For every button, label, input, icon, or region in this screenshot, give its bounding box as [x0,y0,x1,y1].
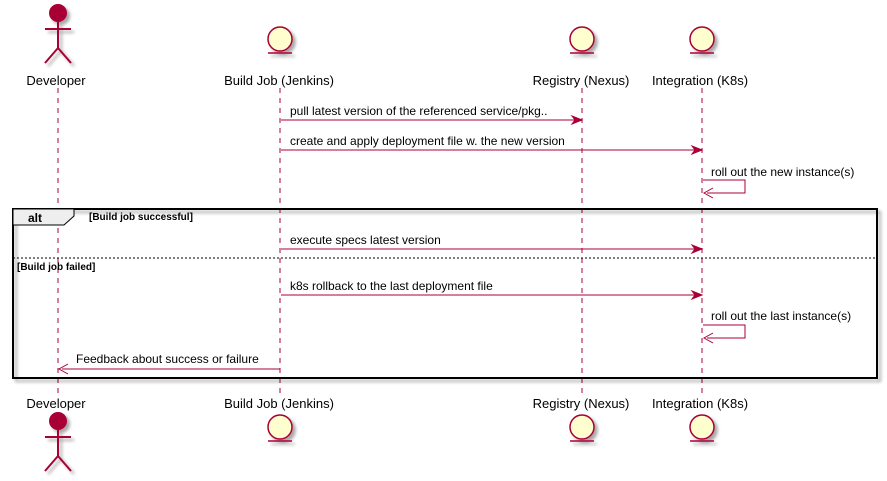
k8s-entity-icon-bottom [689,414,715,442]
message-label-rollback: k8s rollback to the last deployment file [290,279,493,293]
k8s-entity-icon-top [689,26,715,54]
alt-guard-success: [Build job successful] [89,212,193,223]
message-apply: create and apply deployment file w. the … [281,134,704,156]
jenkins-entity-icon-top [267,26,293,54]
message-rollout-last: roll out the last instance(s) [702,309,851,344]
participant-label-k8s-bottom: Integration (K8s) [652,396,748,411]
alt-keyword: alt [28,211,42,225]
message-specs: execute specs latest version [281,233,704,255]
message-feedback: Feedback about success or failure [57,352,280,375]
participant-label-developer-top: Developer [26,73,86,88]
message-rollout-new: roll out the new instance(s) [702,165,854,199]
alt-guard-failed: [Build job failed] [17,262,95,273]
message-rollback: k8s rollback to the last deployment file [281,279,704,301]
participant-label-k8s-top: Integration (K8s) [652,73,748,88]
message-label-pull: pull latest version of the referenced se… [290,104,547,118]
nexus-entity-icon-bottom [569,414,595,442]
participant-label-nexus-bottom: Registry (Nexus) [533,396,630,411]
developer-actor-icon-top [44,4,72,64]
message-pull: pull latest version of the referenced se… [281,104,584,126]
message-label-rollout-last: roll out the last instance(s) [711,309,851,323]
nexus-entity-icon-top [569,26,595,54]
participant-label-nexus-top: Registry (Nexus) [533,73,630,88]
message-label-feedback: Feedback about success or failure [76,352,259,366]
jenkins-entity-icon-bottom [267,414,293,442]
message-label-rollout-new: roll out the new instance(s) [711,165,854,179]
message-label-apply: create and apply deployment file w. the … [290,134,565,148]
developer-actor-icon-bottom [44,412,72,472]
participant-label-jenkins-bottom: Build Job (Jenkins) [224,396,334,411]
message-label-specs: execute specs latest version [290,233,441,247]
participant-label-developer-bottom: Developer [26,396,86,411]
participant-label-jenkins-top: Build Job (Jenkins) [224,73,334,88]
alt-fragment: alt [Build job successful] [Build job fa… [12,208,878,379]
